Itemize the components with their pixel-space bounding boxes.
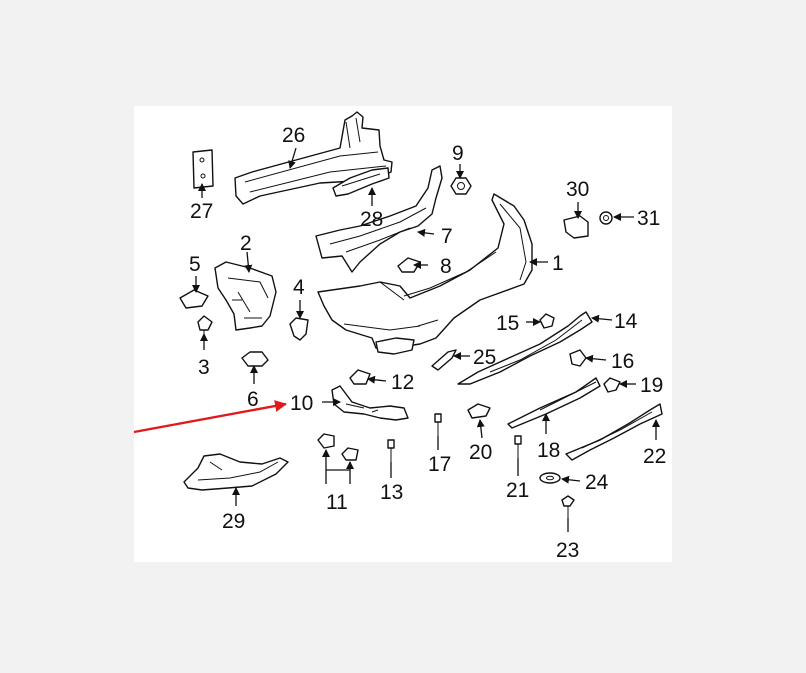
callout-11: 11 bbox=[326, 491, 348, 514]
part-17-bolt bbox=[434, 413, 442, 436]
callout-30: 30 bbox=[566, 178, 589, 201]
part-16-clip bbox=[569, 349, 587, 367]
part-23-screw bbox=[561, 495, 575, 518]
callout-10: 10 bbox=[290, 392, 313, 415]
red-pointer-arrow bbox=[133, 400, 287, 434]
callout-18: 18 bbox=[537, 439, 560, 462]
callout-23: 23 bbox=[556, 539, 579, 562]
callout-2: 2 bbox=[240, 232, 252, 255]
part-29-bezel bbox=[183, 453, 289, 491]
callout-22: 22 bbox=[643, 445, 666, 468]
part-10-lower-trim bbox=[331, 385, 409, 421]
callout-17: 17 bbox=[428, 453, 451, 476]
callout-4: 4 bbox=[293, 276, 305, 299]
part-15-screw bbox=[539, 313, 555, 329]
part-6-push-clip bbox=[241, 351, 269, 367]
part-11-screws bbox=[317, 433, 359, 461]
callout-29: 29 bbox=[222, 510, 245, 533]
callout-1: 1 bbox=[552, 252, 564, 275]
part-22-diffuser bbox=[565, 403, 663, 461]
part-3-screw bbox=[197, 315, 213, 336]
callout-9: 9 bbox=[452, 142, 464, 165]
part-27-bracket bbox=[192, 149, 214, 189]
callout-19: 19 bbox=[640, 374, 663, 397]
callout-13: 13 bbox=[380, 481, 403, 504]
callout-15: 15 bbox=[496, 312, 519, 335]
callout-5: 5 bbox=[189, 253, 201, 276]
part-31-grommet bbox=[599, 211, 613, 225]
part-7-guide bbox=[315, 165, 443, 273]
part-21-bolt bbox=[514, 435, 522, 458]
callout-25: 25 bbox=[473, 346, 496, 369]
callout-7: 7 bbox=[441, 225, 453, 248]
callout-labels: 1 2 3 4 5 6 7 8 9 10 11 12 13 14 15 16 1… bbox=[189, 124, 666, 562]
callout-6: 6 bbox=[247, 388, 259, 411]
part-14-trim-strip bbox=[457, 311, 593, 385]
part-9-nut bbox=[450, 177, 472, 195]
leader-lines bbox=[192, 147, 660, 532]
part-24-washer bbox=[539, 472, 561, 484]
part-13-bolt bbox=[387, 439, 395, 462]
callout-26: 26 bbox=[282, 124, 305, 147]
part-18-strip bbox=[507, 377, 601, 429]
part-19-screw bbox=[603, 377, 621, 393]
callout-31: 31 bbox=[637, 207, 660, 230]
callout-3: 3 bbox=[198, 356, 210, 379]
callout-20: 20 bbox=[469, 441, 492, 464]
callout-16: 16 bbox=[611, 350, 634, 373]
callout-8: 8 bbox=[440, 255, 452, 278]
callout-27: 27 bbox=[190, 200, 213, 223]
part-20-clip bbox=[467, 403, 491, 419]
callout-28: 28 bbox=[360, 208, 383, 231]
callout-21: 21 bbox=[506, 479, 529, 502]
part-28-bracket bbox=[332, 167, 390, 197]
callout-24: 24 bbox=[585, 471, 609, 494]
part-5-clip bbox=[179, 289, 209, 309]
part-1-bumper-cover bbox=[317, 193, 533, 355]
callout-12: 12 bbox=[391, 371, 414, 394]
callout-14: 14 bbox=[614, 310, 638, 333]
